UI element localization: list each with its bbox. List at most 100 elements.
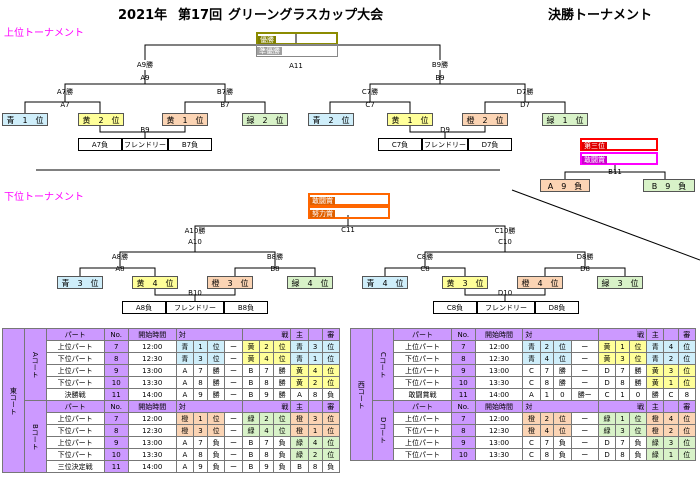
schedule-cell: 位: [628, 340, 648, 353]
header-vs: 対: [175, 400, 243, 413]
schedule-cell: 11: [103, 460, 129, 473]
team-box: 緑 2 位: [242, 113, 288, 126]
schedule-cell: 8: [677, 388, 697, 401]
event-title: グリーングラスカップ大会: [228, 8, 384, 23]
schedule-cell: 9: [193, 388, 208, 401]
schedule-cell: 青: [290, 340, 309, 353]
schedule-cell: ー: [224, 364, 243, 377]
schedule-cell: 9: [193, 460, 208, 473]
schedule-cell: 青: [175, 352, 195, 365]
schedule-cell: 13:00: [127, 436, 177, 449]
schedule-cell: ー: [224, 376, 243, 389]
schedule-cell: 勝: [272, 388, 292, 401]
schedule-cell: 下位パート: [393, 424, 452, 437]
schedule-cell: 2: [307, 448, 323, 461]
schedule-cell: 13:30: [474, 448, 524, 461]
header-match: 戦: [597, 328, 648, 341]
schedule-cell: 上位パート: [45, 364, 105, 377]
match-b9-friendly: B9: [140, 126, 150, 134]
schedule-cell: 下位パート: [45, 448, 105, 461]
schedule-cell: 位: [321, 436, 340, 449]
header-part: パート: [45, 400, 105, 413]
schedule-cell: ー: [570, 376, 599, 389]
schedule-cell: 下位パート: [393, 376, 452, 389]
schedule-cell: 勝: [206, 376, 226, 389]
schedule-cell: 7: [103, 412, 129, 425]
schedule-cell: ー: [224, 388, 243, 401]
schedule-cell: 4: [259, 424, 274, 437]
schedule-cell: ー: [224, 460, 243, 473]
header-ref: 審: [321, 328, 340, 341]
schedule-cell: 7: [193, 436, 208, 449]
schedule-cell: 位: [677, 412, 697, 425]
label-c8-win: C8勝: [416, 253, 434, 261]
header-part: パート: [393, 328, 452, 341]
header-no: No.: [103, 400, 129, 413]
schedule-cell: ー: [224, 412, 243, 425]
schedule-cell: 3: [663, 364, 679, 377]
schedule-cell: 9: [450, 364, 476, 377]
label-b7-win: B7勝: [216, 88, 234, 96]
schedule-cell: C: [522, 364, 541, 377]
award-lower-fighting: 敢闘賞: [308, 193, 390, 206]
header-part: パート: [393, 400, 452, 413]
schedule-cell: 12:30: [474, 352, 524, 365]
match-b8: B8: [270, 265, 280, 273]
schedule-cell: 位: [677, 436, 697, 449]
schedule-cell: 青: [646, 352, 665, 365]
schedule-cell: 1: [663, 448, 679, 461]
schedule-cell: 8: [450, 352, 476, 365]
friendly-box: C8負: [433, 301, 477, 314]
schedule-cell: 負: [553, 448, 572, 461]
schedule-cell: 黄: [290, 376, 309, 389]
team-box: 青 4 位: [362, 276, 408, 289]
schedule-cell: 位: [206, 412, 226, 425]
schedule-cell: 8: [615, 448, 630, 461]
schedule-cell: 2: [307, 376, 323, 389]
label-a8-win: A8勝: [111, 253, 129, 261]
schedule-cell: 位: [321, 412, 340, 425]
header-no: No.: [450, 400, 476, 413]
schedule-cell: 青: [646, 340, 665, 353]
schedule-cell: 青: [522, 340, 541, 353]
schedule-cell: 青: [522, 352, 541, 365]
schedule-cell: 位: [272, 424, 292, 437]
match-d8: D8: [580, 265, 590, 273]
schedule-cell: 位: [677, 376, 697, 389]
team-box: 黄 3 位: [442, 276, 488, 289]
schedule-cell: 勝: [628, 364, 648, 377]
friendly-box: C7負: [378, 138, 422, 151]
schedule-cell: 14:00: [127, 460, 177, 473]
match-b11: B11: [608, 168, 622, 176]
schedule-cell: 1: [663, 376, 679, 389]
schedule-cell: 7: [193, 364, 208, 377]
schedule-cell: C: [663, 388, 679, 401]
team-box: B 9 負: [643, 179, 695, 192]
schedule-cell: 位: [628, 412, 648, 425]
schedule-cell: 勝: [628, 376, 648, 389]
schedule-cell: ー: [224, 352, 243, 365]
team-box: A 9 負: [540, 179, 590, 192]
schedule-cell: 負: [272, 460, 292, 473]
schedule-cell: 負: [206, 436, 226, 449]
header-vs: 対: [175, 328, 243, 341]
schedule-cell: 黄: [597, 340, 617, 353]
schedule-cell: 0: [553, 388, 572, 401]
schedule-cell: 青: [175, 340, 195, 353]
schedule-cell: 位: [206, 340, 226, 353]
friendly-box: フレンドリー: [422, 138, 468, 151]
header-vs: 対: [522, 328, 599, 341]
header-blank: [663, 400, 679, 413]
schedule-cell: 位: [321, 340, 340, 353]
schedule-cell: 9: [259, 460, 274, 473]
schedule-cell: 位: [321, 448, 340, 461]
schedule-cell: 位: [677, 448, 697, 461]
schedule-cell: 12:00: [127, 340, 177, 353]
